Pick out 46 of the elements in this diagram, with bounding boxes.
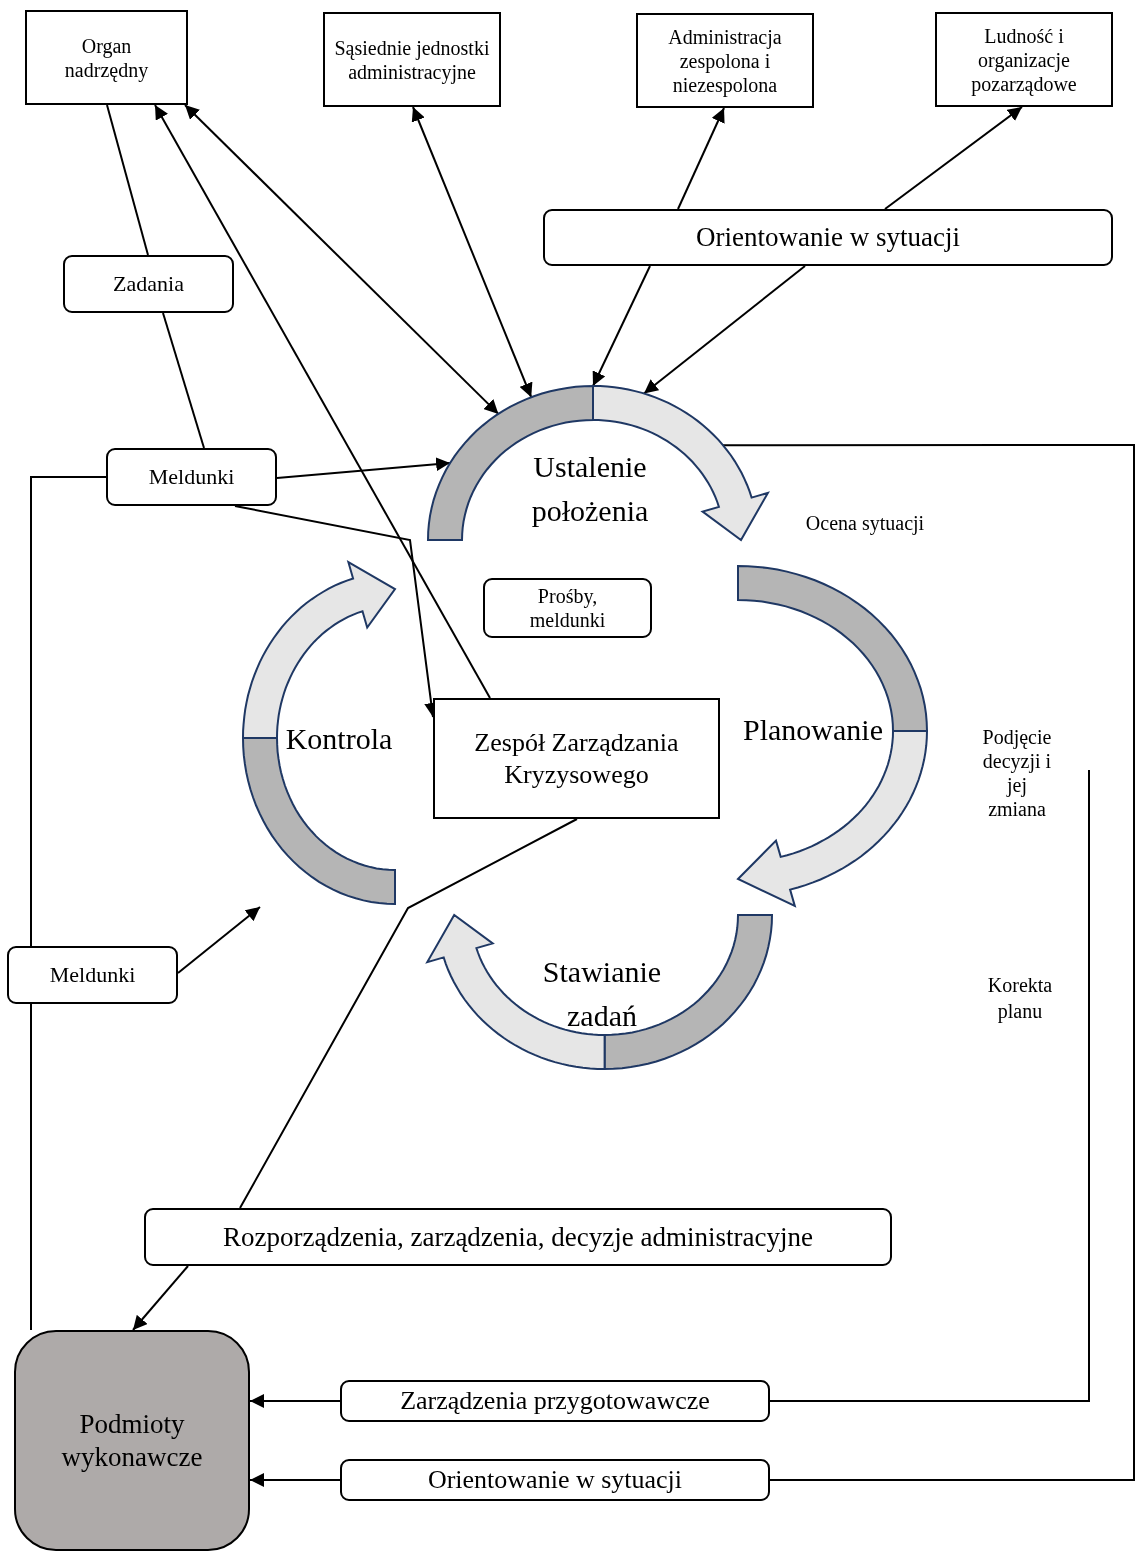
rounded-box bbox=[106, 448, 277, 506]
stage-label: Ustalenie położenia bbox=[530, 449, 650, 529]
box-label: Prośby, meldunki bbox=[528, 584, 607, 632]
box-label: Administracja zespolona i niezespolona bbox=[667, 24, 783, 97]
text-label: Ocena sytuacji bbox=[804, 511, 926, 536]
stage-label: Planowanie bbox=[742, 712, 884, 748]
box-label: Rozporządzenia, zarządzenia, decyzje administracyjne bbox=[223, 1220, 813, 1254]
box-label: Orientowanie w sytuacji bbox=[427, 1464, 683, 1496]
arrow bbox=[132, 1265, 189, 1331]
rounded-box bbox=[543, 209, 1113, 266]
rounded-box bbox=[340, 1459, 770, 1501]
rounded-box bbox=[144, 1208, 892, 1266]
rounded-box bbox=[340, 1380, 770, 1422]
stage-label: Stawianie zadań bbox=[541, 954, 663, 1034]
box-label: Orientowanie w sytuacji bbox=[696, 221, 960, 254]
rounded-box bbox=[14, 1330, 250, 1551]
box-label: Zadania bbox=[113, 270, 184, 298]
arrow bbox=[884, 106, 1023, 210]
arrow bbox=[677, 107, 725, 210]
process-box bbox=[323, 12, 501, 107]
box-label: Zespół Zarządzania Kryzysowego bbox=[473, 727, 680, 790]
stage-label: Kontrola bbox=[284, 721, 394, 757]
box-label: Organ nadrzędny bbox=[63, 33, 150, 82]
process-box bbox=[433, 698, 720, 819]
box-label: Sąsiednie jednostki administracyjne bbox=[333, 35, 491, 84]
rounded-box bbox=[7, 946, 178, 1004]
process-box bbox=[935, 12, 1113, 107]
box-label: Ludność i organizacje pozarządowe bbox=[970, 23, 1078, 96]
process-box bbox=[636, 13, 814, 108]
text-label: Podjęcie decyzji i jej zmiana bbox=[981, 724, 1053, 821]
box-label: Meldunki bbox=[49, 961, 136, 989]
arrow bbox=[592, 265, 651, 387]
box-label: Podmioty wykonawcze bbox=[60, 1408, 204, 1473]
rounded-box bbox=[483, 578, 652, 638]
rounded-box bbox=[63, 255, 234, 313]
box-label: Zarządzenia przygotowawcze bbox=[400, 1385, 710, 1417]
arrow bbox=[177, 906, 261, 974]
process-box bbox=[25, 10, 188, 105]
arrow bbox=[184, 104, 500, 415]
arrow bbox=[411, 106, 533, 399]
text-label: Korekta planu bbox=[986, 973, 1054, 1024]
arrow bbox=[643, 265, 806, 395]
box-label: Meldunki bbox=[148, 463, 235, 491]
arrow bbox=[249, 1394, 341, 1408]
arrow bbox=[154, 104, 491, 699]
arrow bbox=[249, 1473, 341, 1487]
